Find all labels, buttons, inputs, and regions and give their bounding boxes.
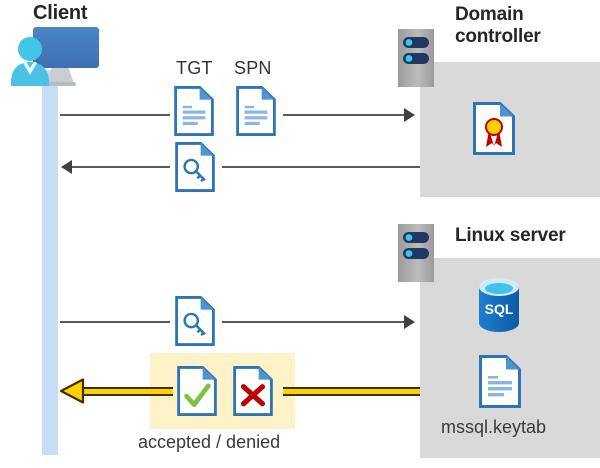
- auth-result-arrow-left-segment: [78, 387, 173, 396]
- tgt-label: TGT: [176, 58, 213, 78]
- key-document-icon: [175, 296, 215, 346]
- spn-document-icon: [236, 86, 276, 136]
- domain-controller-title: Domain controller: [455, 4, 541, 48]
- linux-server-rack-icon: [398, 224, 434, 282]
- domain-controller-server-rack-icon: [398, 29, 434, 87]
- message-line-request-right: [283, 114, 404, 116]
- linux-server-title: Linux server: [455, 225, 566, 246]
- arrowhead-left-icon: [61, 160, 72, 174]
- client-lifeline: [42, 70, 58, 455]
- accepted-document-icon: [177, 366, 217, 416]
- client-title: Client: [33, 2, 88, 24]
- sql-label: SQL: [485, 301, 514, 317]
- user-computer-icon: [8, 22, 104, 94]
- sql-database-icon: SQL: [476, 278, 522, 332]
- message-line-ticket-right: [222, 321, 404, 323]
- keytab-filename-label: mssql.keytab: [441, 417, 547, 437]
- message-line-ticket-left: [60, 321, 170, 323]
- keytab-document-icon: [479, 355, 521, 408]
- arrowhead-right-icon: [404, 108, 415, 122]
- tgt-document-icon: [174, 86, 214, 136]
- auth-result-arrowhead-icon: [59, 378, 85, 404]
- key-document-icon: [175, 142, 215, 192]
- certificate-document-icon: [473, 102, 515, 155]
- auth-result-label: accepted / denied: [138, 432, 281, 452]
- message-line-sessionkey-right: [222, 166, 420, 168]
- arrowhead-right-icon: [404, 315, 415, 329]
- message-line-request-left: [60, 114, 170, 116]
- spn-label: SPN: [234, 58, 272, 78]
- denied-document-icon: [233, 366, 273, 416]
- message-line-sessionkey-left: [72, 166, 170, 168]
- auth-result-arrow-right-segment: [283, 387, 420, 396]
